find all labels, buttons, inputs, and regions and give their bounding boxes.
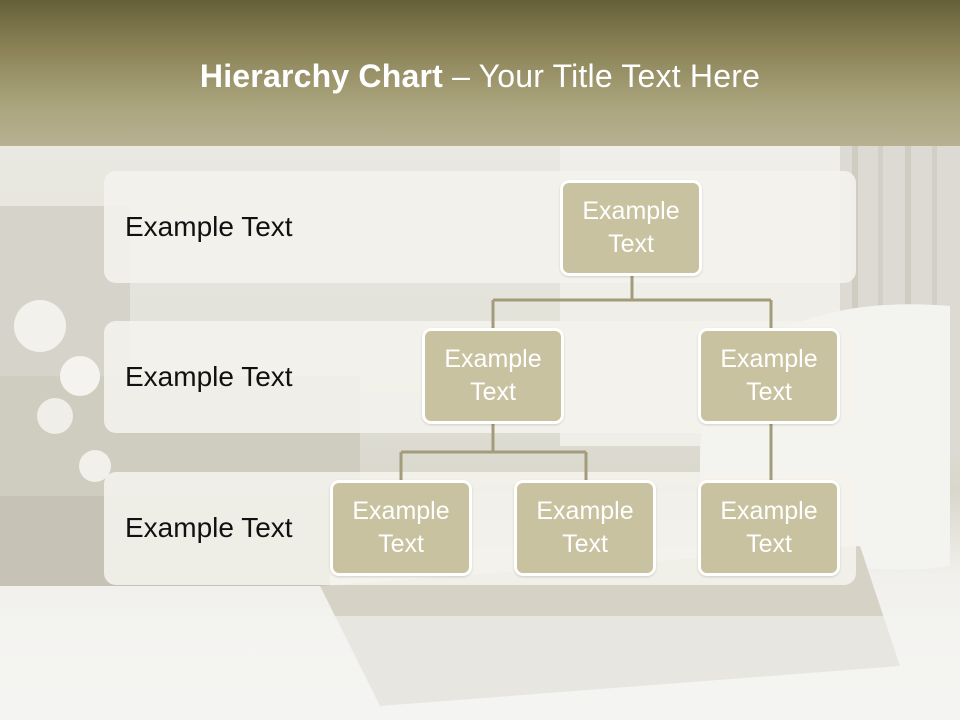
title-header: Hierarchy Chart – Your Title Text Here — [0, 0, 960, 146]
node-level3-c-label: Example Text — [720, 497, 818, 558]
level-2-label: Example Text — [125, 361, 293, 392]
title-bold: Hierarchy Chart — [199, 58, 443, 94]
node-level2-left-label: Example Text — [444, 345, 542, 406]
node-level2-right[interactable]: Example Text — [698, 328, 840, 424]
node-level3-a[interactable]: Example Text — [330, 480, 472, 576]
level-band-1: Example Text — [104, 171, 856, 283]
title-rest: – Your Title Text Here — [443, 58, 761, 94]
node-level3-c[interactable]: Example Text — [698, 480, 840, 576]
node-level2-right-label: Example Text — [720, 345, 818, 406]
node-level3-b-label: Example Text — [536, 497, 634, 558]
node-level3-a-label: Example Text — [352, 497, 450, 558]
node-root[interactable]: Example Text — [560, 180, 702, 276]
level-3-label: Example Text — [125, 512, 293, 543]
node-level2-left[interactable]: Example Text — [422, 328, 564, 424]
node-root-label: Example Text — [582, 197, 680, 258]
node-level3-b[interactable]: Example Text — [514, 480, 656, 576]
level-1-label: Example Text — [125, 211, 293, 242]
slide-title: Hierarchy Chart – Your Title Text Here — [0, 56, 960, 96]
